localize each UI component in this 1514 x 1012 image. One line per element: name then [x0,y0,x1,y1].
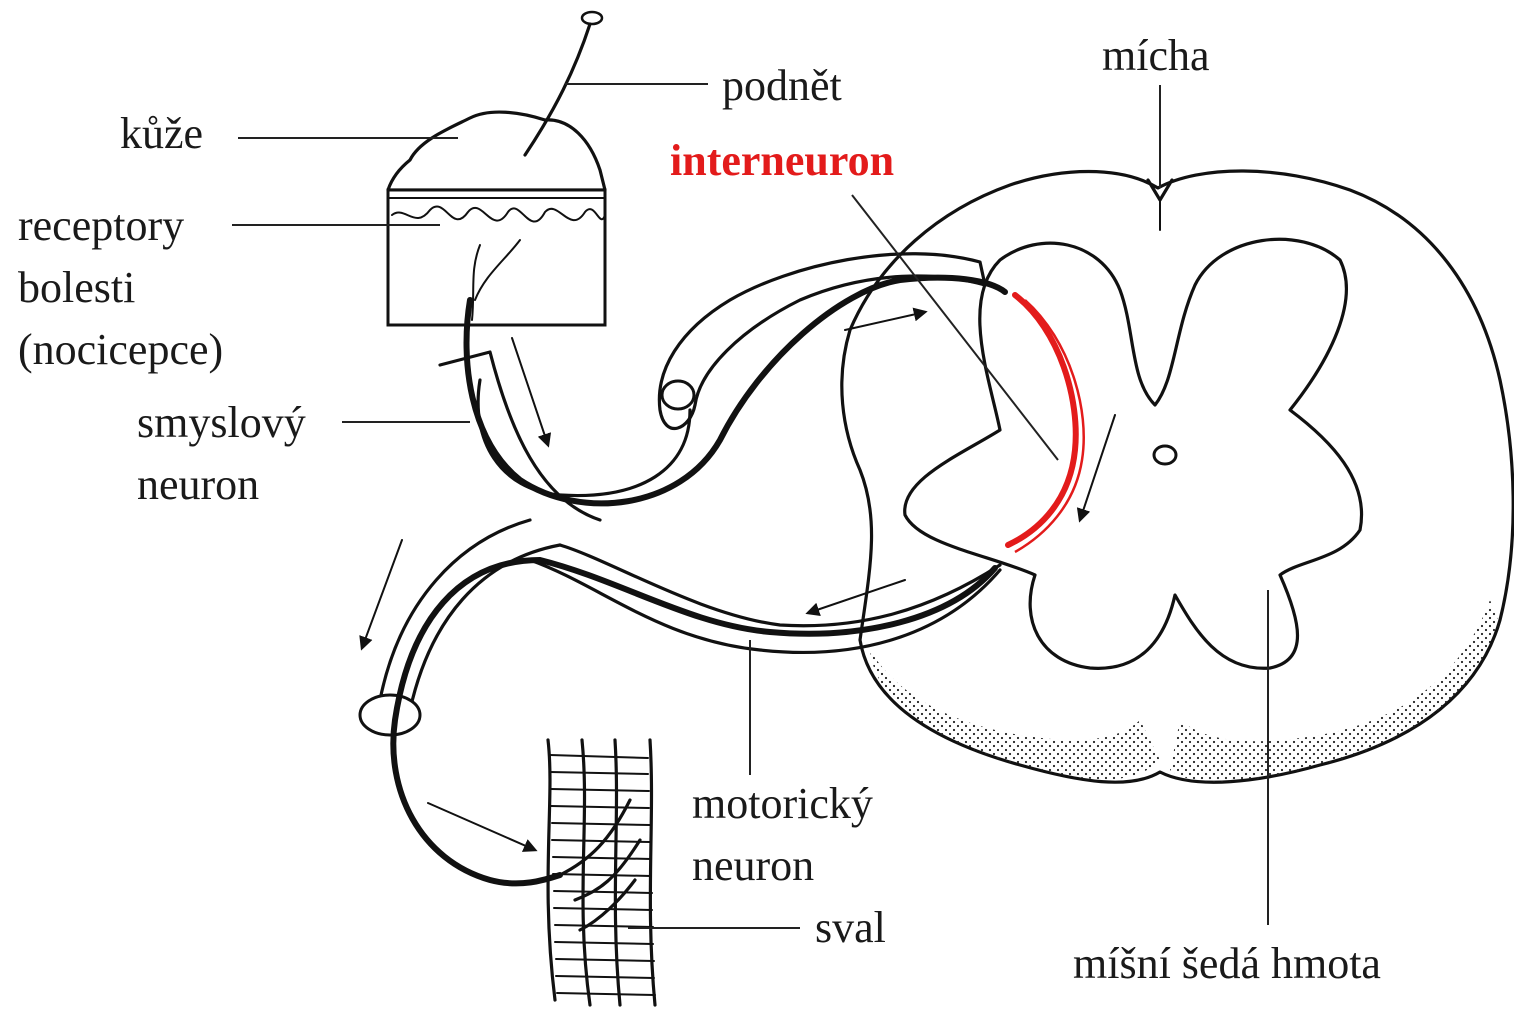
label-interneuron: interneuron [670,136,894,185]
label-receptory-line2: bolesti [18,263,135,312]
label-sval: sval [815,903,886,952]
label-receptory-line1: receptory [18,201,184,250]
nerve-cut-end [360,695,420,735]
label-receptory-line3: (nocicepce) [18,325,223,374]
ventral-white-matter-right [1170,600,1498,782]
central-canal [1154,446,1176,464]
spinal-cord [842,171,1513,782]
grey-matter [905,239,1362,668]
interneuron-fiber [1008,295,1076,545]
muscle [548,740,655,1005]
pin-head [582,12,602,24]
skin-dermis [388,190,605,325]
muscle-outline-left [548,740,555,1000]
arrow-interneuron-down [1080,415,1115,520]
label-kuze: kůže [120,109,203,158]
label-smyslovy-line2: neuron [137,460,259,509]
label-motoricky-line1: motorický [692,779,873,828]
label-sedahmota: míšní šedá hmota [1073,939,1381,988]
muscle-outline-right [650,740,655,1005]
ventral-root-lower [530,560,1000,652]
spinal-cord-outline [842,171,1513,782]
arrow-ventral-out [808,580,905,613]
direction-arrows [362,312,1115,850]
dorsal-root-ganglion [662,381,694,409]
muscle-outline-mid1 [582,740,590,1005]
muscle-striations [550,755,655,995]
ventral-white-matter [870,650,1160,779]
labels: kůže podnět mícha interneuron receptory … [18,31,1381,988]
leader-interneuron [852,195,1058,460]
arrow-sensory-down [512,338,548,445]
arrow-to-muscle [428,803,535,850]
label-micha: mícha [1102,31,1210,80]
skin-surface [388,112,605,190]
motor-fiber [393,560,995,883]
skin-block [388,112,605,325]
label-smyslovy-line1: smyslový [137,398,306,447]
label-motoricky-line2: neuron [692,841,814,890]
arrow-nerve-down [362,540,402,648]
label-podnet: podnět [722,61,842,110]
